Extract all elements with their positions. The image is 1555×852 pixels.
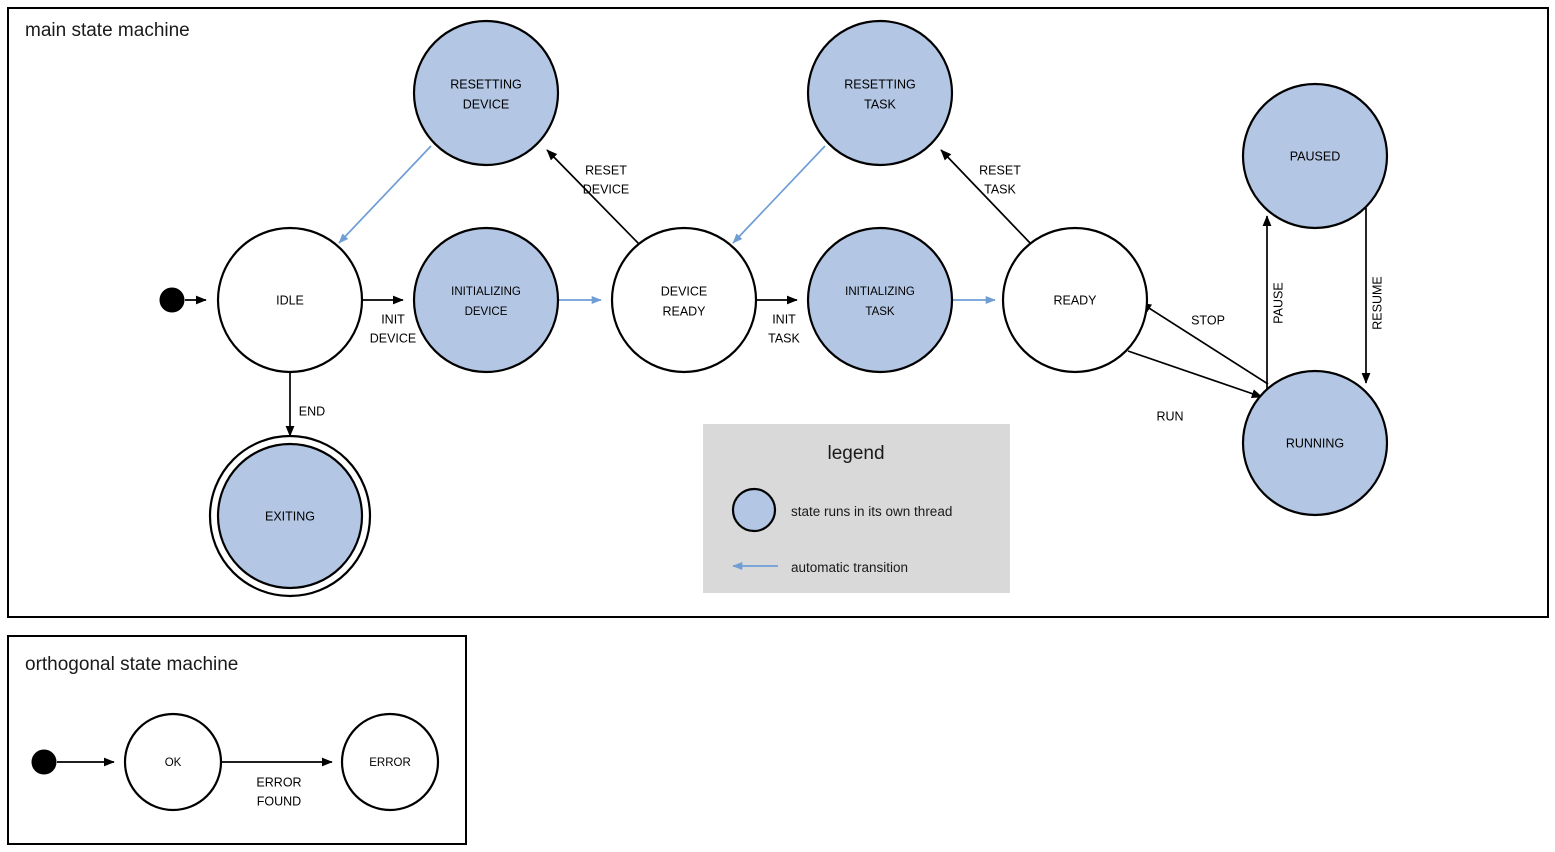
legend-title: legend xyxy=(827,443,884,464)
state-label: IDLE xyxy=(276,293,304,307)
transition-label-line: INIT xyxy=(381,312,405,326)
state-label: DEVICE xyxy=(465,306,508,318)
transition-running-stop: STOP xyxy=(1140,302,1269,385)
state-label: ERROR xyxy=(369,757,411,769)
transition-label-line: RESET xyxy=(585,163,627,177)
transition-reset-task-device-ready xyxy=(732,145,826,244)
main-state-machine-frame xyxy=(7,7,1549,618)
transition-label-line: END xyxy=(299,404,325,418)
state-label: OK xyxy=(165,757,182,769)
transition-label-line: PAUSE xyxy=(1271,282,1285,323)
state-label: EXITING xyxy=(265,509,315,523)
state-error[interactable]: ERROR xyxy=(340,712,440,812)
state-label: PAUSED xyxy=(1290,149,1340,163)
orthogonal-transitions-layer: ERROR FOUND xyxy=(57,757,333,808)
transition-ready-reset-task: RESET TASK xyxy=(940,149,1032,245)
transition-label-line: RESUME xyxy=(1370,276,1384,329)
transition-label-line: RUN xyxy=(1156,409,1183,423)
state-label: READY xyxy=(1053,293,1097,307)
transition-label-line: INIT xyxy=(772,312,796,326)
initial-state-marker-main xyxy=(159,287,185,313)
transition-label-line: FOUND xyxy=(257,794,301,808)
states-layer: IDLE RESETTING DEVICE INITIALIZING DEVIC… xyxy=(208,19,1389,598)
legend-auto-transition-label: automatic transition xyxy=(791,560,908,575)
main-state-machine-title: main state machine xyxy=(25,20,190,41)
transition-label-line: DEVICE xyxy=(370,331,417,345)
legend-item-auto-transition: automatic transition xyxy=(732,560,908,575)
state-exiting[interactable]: EXITING xyxy=(208,434,372,598)
state-device-ready[interactable]: DEVICE READY xyxy=(610,226,758,374)
state-running[interactable]: RUNNING xyxy=(1241,369,1389,517)
transition-ok-error: ERROR FOUND xyxy=(221,757,333,808)
state-label: RESETTING xyxy=(844,77,916,91)
state-idle[interactable]: IDLE xyxy=(216,226,364,374)
state-label: RESETTING xyxy=(450,77,522,91)
transition-paused-resume: RESUME xyxy=(1361,208,1384,384)
transition-device-ready-init-task: INIT TASK xyxy=(757,295,801,345)
legend-item-thread-state: state runs in its own thread xyxy=(731,487,952,533)
transition-device-ready-reset-device: RESET DEVICE xyxy=(546,149,640,245)
transition-idle-init-device: INIT DEVICE xyxy=(363,295,417,345)
state-label: DEVICE xyxy=(463,97,510,111)
state-label: INITIALIZING xyxy=(451,286,521,298)
transition-ready-run: RUN xyxy=(1127,350,1263,423)
state-label: TASK xyxy=(864,97,896,111)
transition-label-line: TASK xyxy=(984,182,1016,196)
state-ready[interactable]: READY xyxy=(1001,226,1149,374)
state-initializing-task[interactable]: INITIALIZING TASK xyxy=(806,226,954,374)
state-label: RUNNING xyxy=(1286,436,1344,450)
legend: legend state runs in its own thread auto… xyxy=(703,424,1010,593)
state-resetting-device[interactable]: RESETTING DEVICE xyxy=(412,19,560,167)
transition-label-line: RESET xyxy=(979,163,1021,177)
transition-running-pause: PAUSE xyxy=(1262,215,1285,396)
transition-label-line: TASK xyxy=(768,331,800,345)
state-resetting-task[interactable]: RESETTING TASK xyxy=(806,19,954,167)
transition-reset-device-idle xyxy=(338,145,432,244)
state-paused[interactable]: PAUSED xyxy=(1241,82,1389,230)
state-label: READY xyxy=(662,304,706,318)
orthogonal-state-machine-frame xyxy=(7,635,467,845)
state-initializing-device[interactable]: INITIALIZING DEVICE xyxy=(412,226,560,374)
state-label: DEVICE xyxy=(661,284,708,298)
transition-label-line: ERROR xyxy=(256,775,301,789)
state-label: TASK xyxy=(865,306,895,318)
state-ok[interactable]: OK xyxy=(123,712,223,812)
transition-idle-exiting: END xyxy=(285,372,325,437)
transition-label-line: DEVICE xyxy=(583,182,630,196)
transitions-layer: INIT DEVICE RESET DEVICE INIT TASK xyxy=(185,145,1384,437)
state-label: INITIALIZING xyxy=(845,286,915,298)
initial-state-marker-orthogonal xyxy=(31,749,57,775)
transition-label-line: STOP xyxy=(1191,313,1225,327)
orthogonal-state-machine-title: orthogonal state machine xyxy=(25,654,238,675)
legend-thread-state-label: state runs in its own thread xyxy=(791,504,952,519)
legend-thread-state-swatch xyxy=(731,487,777,533)
